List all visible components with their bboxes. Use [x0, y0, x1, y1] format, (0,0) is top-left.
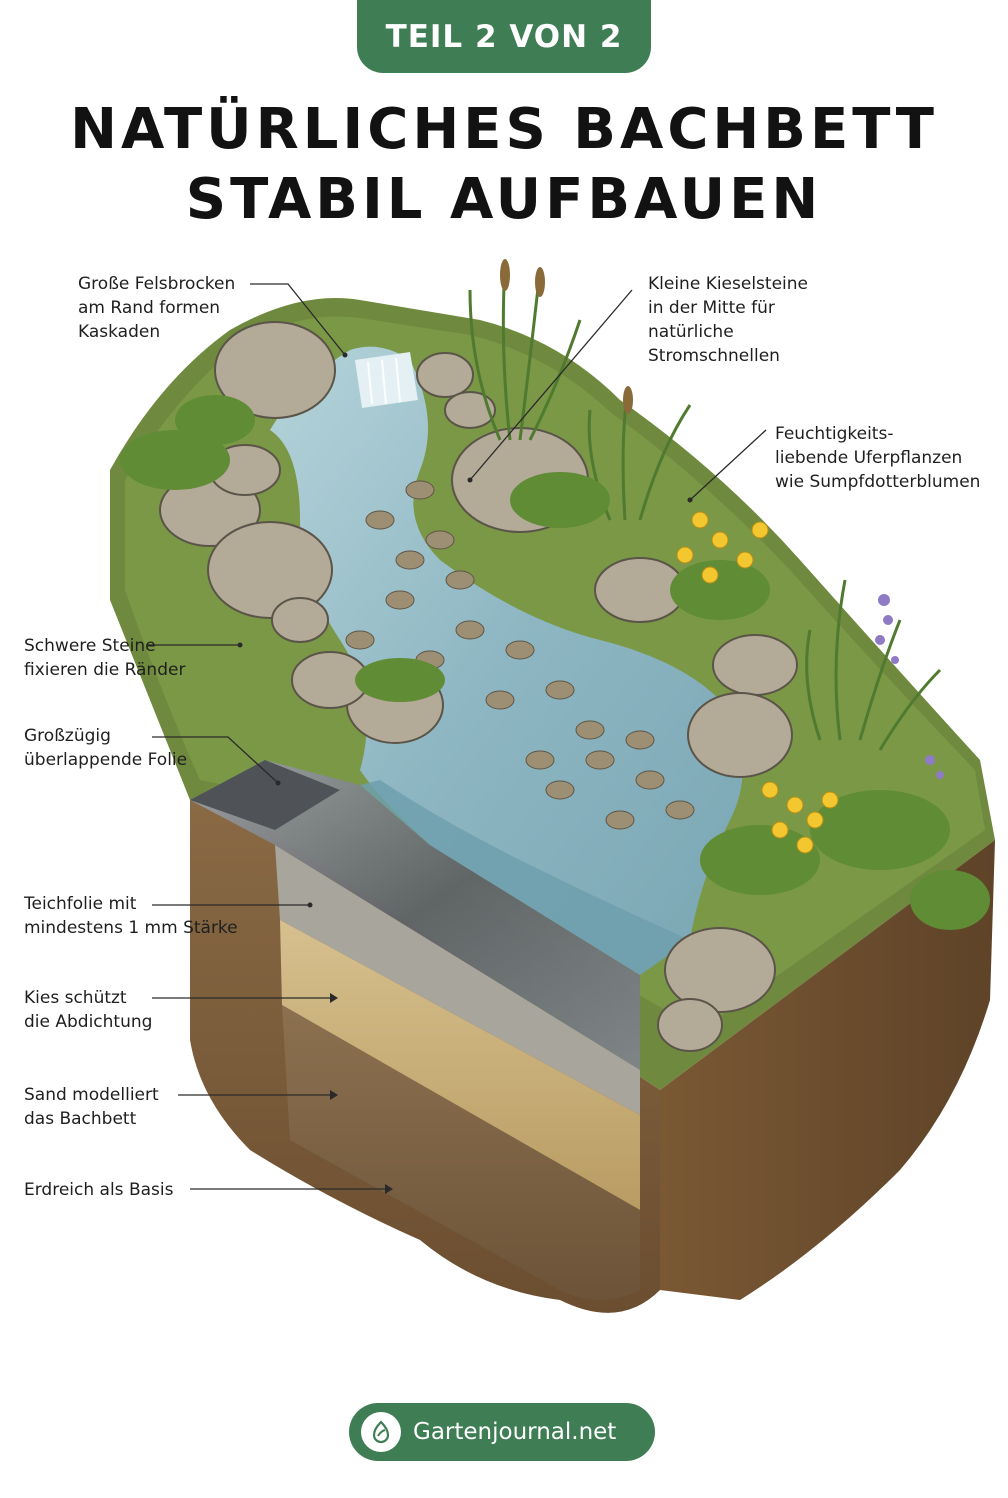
- pebble: [665, 800, 695, 820]
- marigold-flower: [796, 836, 814, 854]
- footer-brand-text: Gartenjournal.net: [413, 1419, 617, 1445]
- stream-front-water: [360, 780, 690, 975]
- marigold-flower: [701, 566, 719, 584]
- marigold-flower: [821, 791, 839, 809]
- label-ueberlappende-folie: Großzügig überlappende Folie: [24, 726, 188, 770]
- pebble: [505, 640, 535, 660]
- page-title: NATÜRLICHES BACHBETT STABIL AUFBAUEN: [0, 95, 1008, 235]
- boulder: [657, 998, 723, 1052]
- edge-boulders: [159, 321, 798, 1052]
- pond-liner: [190, 760, 640, 1070]
- pebble: [455, 620, 485, 640]
- pebble: [425, 530, 455, 550]
- pebble: [365, 510, 395, 530]
- leader-lines: [148, 283, 767, 1190]
- marigold-flower: [786, 796, 804, 814]
- marigold-flower: [761, 781, 779, 799]
- title-line-2: STABIL AUFBAUEN: [185, 167, 823, 232]
- pebble: [345, 630, 375, 650]
- marigold-flower: [676, 546, 694, 564]
- boulder: [444, 391, 496, 429]
- reed-seedheads: [500, 259, 633, 414]
- pebble: [605, 810, 635, 830]
- footer-brand-pill[interactable]: Gartenjournal.net: [349, 1403, 655, 1461]
- earth-layer: [282, 1005, 640, 1300]
- pebble: [525, 750, 555, 770]
- boulder: [207, 521, 333, 619]
- label-felsbrocken: Große Felsbrocken am Rand formen Kaskade…: [78, 274, 236, 342]
- pebble: [545, 780, 575, 800]
- label-kies: Kies schützt die Abdichtung: [24, 988, 153, 1032]
- label-sand: Sand modelliert das Bachbett: [24, 1085, 159, 1129]
- pebble: [545, 680, 575, 700]
- purple-flowers: [875, 594, 944, 779]
- label-uferpflanzen: Feuchtigkeits- liebende Uferpflanzen wie…: [775, 424, 981, 492]
- marigold-flower: [736, 551, 754, 569]
- leader-arrows: [237, 352, 693, 1194]
- pebble: [485, 690, 515, 710]
- marigold-flower: [691, 511, 709, 529]
- pebble: [385, 590, 415, 610]
- liner-overlap: [190, 760, 340, 830]
- leaf-drop-icon: [361, 1412, 401, 1452]
- pebble: [585, 750, 615, 770]
- pebble: [635, 770, 665, 790]
- boulder: [712, 634, 798, 696]
- marigold-flower: [806, 811, 824, 829]
- label-schwere-steine: Schwere Steine fixieren die Ränder: [24, 636, 186, 680]
- pebble: [405, 480, 435, 500]
- boulder: [687, 692, 793, 778]
- boulder: [664, 927, 776, 1013]
- label-erdreich: Erdreich als Basis: [24, 1180, 174, 1200]
- pebble: [445, 570, 475, 590]
- gravel-layer: [275, 845, 640, 1115]
- marigold-flower: [771, 821, 789, 839]
- pebble: [625, 730, 655, 750]
- label-kieselsteine: Kleine Kieselsteine in der Mitte für nat…: [648, 274, 808, 366]
- reed-plants: [468, 264, 942, 751]
- title-line-1: NATÜRLICHES BACHBETT: [70, 97, 938, 162]
- marigold-flower: [751, 521, 769, 539]
- marsh-marigold-flowers: [676, 511, 839, 854]
- stream-pebbles: [345, 480, 695, 830]
- pebble: [395, 550, 425, 570]
- label-teichfolie: Teichfolie mit mindestens 1 mm Stärke: [24, 894, 238, 938]
- marigold-flower: [711, 531, 729, 549]
- pebble: [575, 720, 605, 740]
- sand-layer: [280, 920, 640, 1210]
- fern-foliage: [120, 395, 990, 930]
- boulder: [271, 597, 329, 643]
- boulder: [416, 352, 474, 398]
- soil-side-face: [660, 840, 995, 1300]
- boulder: [214, 321, 336, 419]
- part-badge: TEIL 2 VON 2: [357, 0, 651, 73]
